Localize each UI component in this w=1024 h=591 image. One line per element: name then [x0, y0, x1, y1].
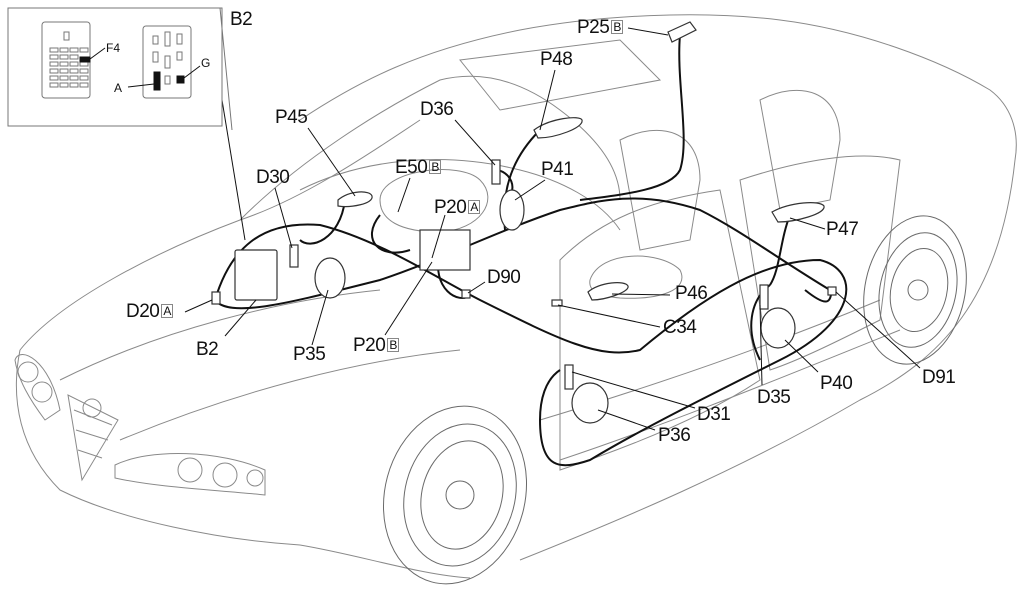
inset-label-g: G: [201, 56, 211, 70]
door-outline-rear: [739, 155, 901, 371]
inset-b2-fuse-box: [7, 7, 233, 131]
label-d91: D91: [922, 367, 956, 388]
roof-harness: [579, 34, 685, 201]
connector-d36: [491, 159, 501, 185]
door-outline-front: [559, 189, 761, 471]
seat-outline: [619, 89, 841, 251]
connector-d20: [211, 291, 221, 305]
headlight-left: [114, 453, 266, 496]
label-d36: D36: [420, 99, 454, 120]
label-p36: P36: [658, 425, 691, 446]
label-p40: P40: [820, 373, 853, 394]
label-code: P25: [577, 17, 610, 38]
variant-badge: A: [161, 304, 174, 318]
windshield-outline: [239, 75, 621, 221]
fuse-f4-marker: [79, 56, 91, 63]
label-p46: P46: [675, 283, 708, 304]
front-harness: [214, 197, 831, 310]
grille: [67, 394, 119, 482]
speaker-p36: [571, 382, 609, 424]
label-code: P20: [434, 197, 467, 218]
tweeter-p47: [771, 202, 825, 223]
connector-d91: [827, 286, 837, 296]
speaker-p40: [760, 307, 796, 349]
sunroof-outline: [459, 39, 662, 111]
inset-title-b2: B2: [230, 9, 253, 30]
antenna-p25: [667, 21, 697, 43]
rear-wheel: [863, 215, 967, 365]
pin-g-marker: [176, 75, 185, 84]
variant-badge: B: [611, 20, 624, 34]
variant-badge: B: [387, 338, 400, 352]
inset-label-a: A: [114, 81, 123, 95]
pin-a-marker: [153, 71, 161, 91]
label-p48: P48: [540, 49, 573, 70]
body-computer-b2: [234, 249, 278, 301]
label-p47: P47: [826, 219, 859, 240]
speaker-p35: [314, 257, 346, 299]
label-code: D20: [126, 301, 160, 322]
dashboard-outline: [299, 159, 621, 231]
label-code: E50: [395, 157, 428, 178]
connector-c34: [551, 299, 563, 307]
headlight-right: [14, 354, 61, 421]
connector-d30: [289, 244, 299, 268]
label-c34: C34: [663, 317, 697, 338]
label-d31: D31: [697, 404, 731, 425]
variant-badge: A: [468, 200, 481, 214]
radio-unit-p20: [419, 229, 471, 271]
variant-badge: B: [429, 160, 442, 174]
label-d35: D35: [757, 387, 791, 408]
tweeter-p48: [533, 117, 583, 139]
hood-crease: [59, 289, 461, 441]
label-d90: D90: [487, 267, 521, 288]
front-emblem: [82, 398, 102, 418]
label-code: P20: [353, 335, 386, 356]
connector-d31: [564, 364, 574, 390]
label-p41: P41: [541, 159, 574, 180]
label-d30: D30: [256, 167, 290, 188]
label-b2: B2: [196, 339, 219, 360]
tweeter-p45: [337, 191, 373, 208]
connector-d35: [759, 284, 769, 310]
steering-wheel: [379, 169, 489, 233]
car-roof-outline: [299, 14, 1017, 161]
label-p45: P45: [275, 107, 308, 128]
connector-d90: [461, 289, 471, 299]
main-harness: [214, 223, 848, 467]
inset-label-f4: F4: [106, 41, 121, 55]
car-body-outline: [15, 119, 1016, 579]
connector-panel: [142, 25, 192, 99]
tweeter-p46: [587, 282, 629, 301]
speaker-p41: [499, 189, 525, 231]
label-p35: P35: [293, 344, 326, 365]
front-wheel: [382, 405, 528, 585]
